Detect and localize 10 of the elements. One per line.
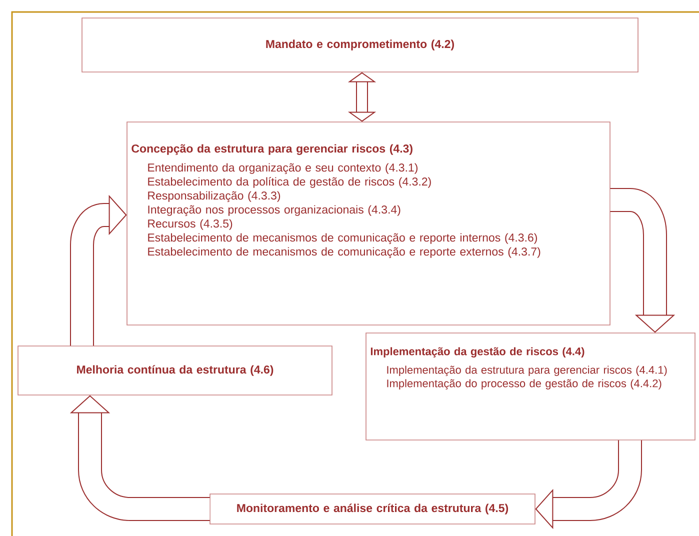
block-arrow [70,395,210,521]
block-arrow [348,72,376,122]
step-box: Concepção da estrutura para gerenciar riscos (4.3) Entendimento da organização e seu contexto (4.3.1) Estabelecimento da política de gestão de riscos (4.3.2) Responsabilização (4.3.3) Integração nos processos organizacionais (4.3.4) Recursos (4.3.5) Estabelecimento de mecanismos de comunicação e reporte internos (4.3.6) Estabelecimento de mecanismos de comunicação e reporte externos (4.3.7) [126,122,610,326]
block-arrow [70,194,127,346]
step-box: Implementação da gestão de riscos (4.4) Implementação da estrutura para gerenciar riscos (4.4.1) Implementação do processo de gestão de riscos (4.4.2) [366,332,696,440]
step-box: Melhoria contínua da estrutura (4.6) [18,346,332,396]
step-box: Monitoramento e análise crítica da estrutura (4.5) [210,494,536,524]
block-arrow [610,188,676,333]
block-arrow [535,440,642,530]
step-box: Mandato e comprometimento (4.2) [82,18,638,72]
